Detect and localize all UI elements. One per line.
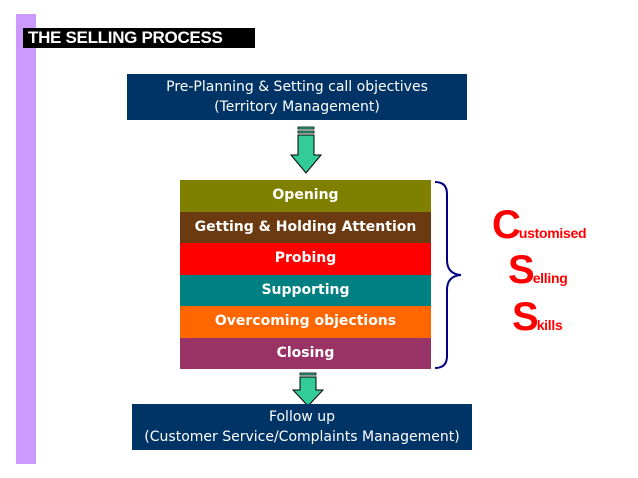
side-accent-bar: [16, 14, 36, 464]
stage-probing: Probing: [180, 243, 431, 275]
acronym-rest: kills: [536, 317, 563, 333]
stage-closing: Closing: [180, 337, 431, 369]
down-arrow-icon: [290, 126, 322, 174]
acronym-letter: S: [512, 295, 539, 339]
right-brace-icon: [434, 181, 462, 369]
acronym-selling: Selling: [508, 248, 568, 293]
pre-planning-box: Pre-Planning & Setting call objectives (…: [127, 74, 467, 120]
page-title: THE SELLING PROCESS: [23, 28, 255, 48]
stage-getting-holding-attention: Getting & Holding Attention: [180, 211, 431, 243]
follow-up-line-1: Follow up: [268, 409, 336, 425]
acronym-skills: Skills: [512, 295, 563, 340]
pre-planning-line-1: Pre-Planning & Setting call objectives: [166, 79, 428, 95]
down-arrow-icon: [292, 372, 324, 407]
stage-overcoming-objections: Overcoming objections: [180, 306, 431, 338]
stage-supporting: Supporting: [180, 274, 431, 306]
acronym-letter: C: [492, 203, 521, 247]
selling-stages: Opening Getting & Holding Attention Prob…: [180, 180, 431, 369]
stage-opening: Opening: [180, 180, 431, 212]
acronym-customised: Customised: [492, 203, 587, 248]
pre-planning-line-2: (Territory Management): [214, 99, 380, 115]
follow-up-line-2: (Customer Service/Complaints Management): [144, 429, 460, 445]
acronym-rest: elling: [532, 270, 568, 286]
acronym-rest: ustomised: [518, 225, 587, 241]
follow-up-box: Follow up (Customer Service/Complaints M…: [132, 404, 472, 450]
acronym-letter: S: [508, 248, 535, 292]
